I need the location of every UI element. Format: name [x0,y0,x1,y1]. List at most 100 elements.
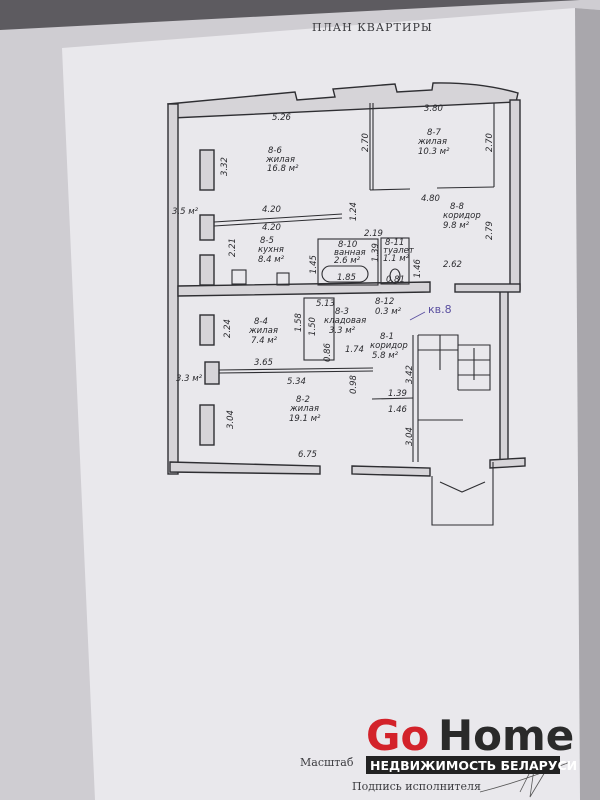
logo-brand-go: Go [366,711,429,760]
dimension: 1.39 [388,389,407,399]
wall-7-8 [369,188,411,191]
dimension: 1.58 [294,312,304,332]
dimension: 1.85 [337,273,356,283]
apartment-mark: кв.8 [428,303,452,316]
page-shadow [575,8,600,800]
room-id: 8-10 [338,240,357,250]
room-type: жилая [265,155,295,165]
room-area: 3.3 м² [329,326,356,336]
gohome-logo: Go Home НЕДВИЖИМОСТЬ БЕЛАРУСИ [366,711,577,774]
top-wall [167,82,519,119]
dimension: 4.80 [421,194,440,204]
room-area: 7.4 м² [251,336,278,346]
sink [276,272,290,286]
room-area: 2.6 м² [334,256,361,266]
dimension: 5.26 [272,113,292,123]
wall-7-8b [436,186,495,189]
room-area: 10.3 м² [418,147,450,157]
room-type: жилая [248,326,278,336]
logo-tagline: НЕДВИЖИМОСТЬ БЕЛАРУСИ [370,758,577,773]
dimension: 3.32 [220,157,230,176]
room-id: 8-12 [375,297,394,307]
apartment-mark-arrow [409,311,426,321]
dimension: 1.46 [413,258,423,278]
stove [231,269,247,285]
room-id: 8-2 [296,395,310,405]
dimension: 1.24 [349,202,359,221]
room-area: 0.3 м² [375,307,402,317]
room-area: 9.8 м² [443,221,470,231]
room-area: 8.4 м² [258,255,285,265]
floor-plan [167,82,526,526]
left-wall [167,103,179,475]
wall-6-5b [213,217,343,227]
dimension: 2.70 [361,133,371,152]
bathroom-outline [317,238,379,286]
toilet-outline [380,237,410,285]
dimension: 1.74 [345,345,364,355]
right-wall-upper [509,99,521,291]
room-id: 8-1 [380,332,394,342]
window-pier [199,404,215,446]
balcony-area: 3.5 м² [172,207,199,217]
dimension: 0.81 [386,275,405,285]
dimension-labels: 5.26 3.80 2.70 2.70 3.32 4.20 4.20 1.24 … [220,104,495,460]
staircase [418,334,491,391]
document-title: ПЛАН КВАРТИРЫ [312,21,433,34]
middle-wall-right [454,283,521,293]
room-type: ванная [334,248,366,258]
dimension: 3.04 [405,427,415,446]
room-id: 8-11 [385,238,404,248]
room-area: 16.8 м² [267,164,299,174]
room-id: 8-6 [268,146,282,156]
entrance-porch [431,462,494,526]
dimension: 3.04 [226,410,236,429]
storage-outline [303,297,335,361]
right-wall-lower [499,289,509,461]
room-id: 8-3 [335,307,349,317]
wall-4-2b [218,370,374,374]
balcony-area: 3.3 м² [176,374,203,384]
dimension: 4.20 [262,223,281,233]
dimension: 3.80 [424,104,443,114]
dimension: 3.42 [405,365,415,384]
bottom-wall-mid [351,465,431,477]
room-area: 19.1 м² [289,414,321,424]
dimension: 5.13 [316,299,335,309]
balcony-block [204,361,220,385]
logo-brand-home: Home [438,711,574,760]
bottom-wall-right [489,457,526,469]
room-id: 8-7 [427,128,441,138]
room-type: жилая [417,137,447,147]
room-labels: 8-6 жилая 16.8 м² 8-7 жилая 10.3 м² 8-8 … [172,128,481,424]
balcony-block [199,214,215,241]
window-pier [199,314,215,346]
room-type: коридор [443,211,481,221]
toilet-bowl [389,268,401,284]
dimension: 6.75 [298,450,317,460]
dimension: 1.39 [371,243,381,262]
scale-label: Масштаб [300,756,354,769]
room-type: коридор [370,341,408,351]
room-area: 5.8 м² [372,351,399,361]
room-area: 1.1 м² [383,254,410,264]
dimension: 2.19 [364,229,383,239]
dimension: 3.65 [254,358,273,368]
room-id: 8-5 [260,236,274,246]
dimension: 2.21 [228,238,238,257]
window-pier [199,254,215,286]
dimension: 4.20 [262,205,281,215]
logo-tagline-bg [366,756,560,774]
dimension: 2.79 [485,221,495,240]
room-type: кладовая [324,316,366,326]
wall-2-1 [371,397,414,400]
paper-sheet [62,8,600,800]
signature-label: Подпись исполнителя [352,780,481,793]
window-pier [199,149,215,191]
dimension: 1.50 [308,317,318,336]
bottom-wall-left [169,461,321,475]
room-id: 8-8 [450,202,464,212]
wall-6-5 [213,213,343,223]
room-type: туалет [383,246,415,256]
